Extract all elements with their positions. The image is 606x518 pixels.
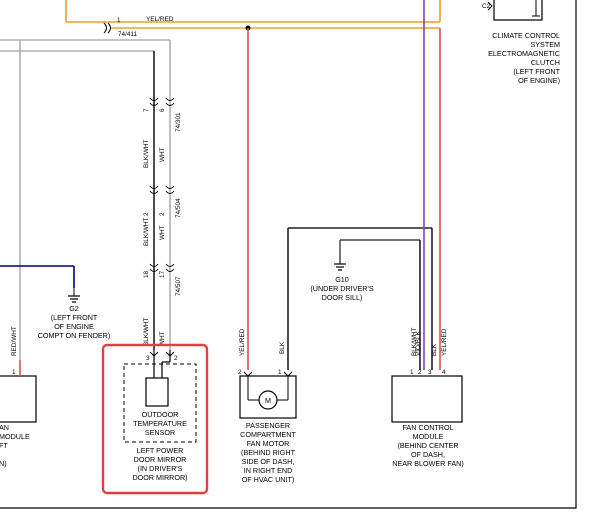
ground-g10-line1: (UNDER DRIVER'S — [310, 284, 373, 293]
fan-module-box — [391, 375, 463, 423]
sensor-label-line4: DOOR MIRROR) — [132, 473, 187, 482]
fan-motor-box — [239, 375, 297, 419]
left-module-line4: N) — [0, 459, 7, 468]
sensor-element — [145, 377, 169, 407]
sensor-conn2-right-pin: 2 — [159, 212, 166, 216]
fan-module-pin-1: 1 — [410, 369, 414, 376]
fan-module-pin-2: 2 — [418, 369, 422, 376]
left-module-wire-label: RED/WHT — [11, 326, 18, 356]
connector-top-arc — [103, 22, 107, 34]
sensor-pin-arrow-right — [165, 351, 175, 357]
sensor-label-line3: (IN DRIVER'S — [138, 464, 183, 473]
clutch-box — [493, 0, 543, 21]
fan-module-label-line4: OF DASH, — [411, 450, 445, 459]
fan-module-pin-3: 3 — [428, 369, 432, 376]
sensor-conn1-left-pin: 7 — [143, 108, 150, 112]
fan-module-label-line1: FAN CONTROL — [402, 423, 453, 432]
sensor-left-wire-label-1: BLK/WHT — [143, 139, 150, 168]
fan-module-wire-label-3: BLK — [431, 343, 438, 356]
sensor-left-wire-label-3: BLK/WHT — [143, 317, 150, 346]
sensor-pin-arrow-left — [149, 351, 159, 357]
sensor-pin-left: 3 — [146, 355, 150, 362]
sensor-circuit-top: 74/301 — [175, 112, 182, 132]
fan-module-label-line2: MODULE — [413, 432, 444, 441]
sensor-circuit-mid: 74/504 — [175, 198, 182, 218]
fan-motor-label-line3: FAN MOTOR — [247, 439, 290, 448]
sensor-dashed-box — [123, 363, 197, 443]
fan-module-wire-label-4: YEL/RED — [441, 328, 448, 356]
fan-motor-pin-right: 1 — [278, 369, 282, 376]
top-wire-color-label: YEL/RED — [146, 16, 174, 23]
sensor-conn3-left-pin: 18 — [143, 270, 150, 278]
ground-g2-line2: OF ENGINE — [54, 322, 94, 331]
sensor-left-wire-label-2: BLK/WHT — [143, 217, 150, 246]
left-module-line2: MODULE — [0, 432, 30, 441]
fan-motor-label-line1: PASSENGER — [246, 421, 290, 430]
top-wire-pin: 1 — [117, 17, 121, 24]
sensor-inner-line2: TEMPERATURE — [133, 419, 187, 428]
clutch-label-line4: CLUTCH — [531, 58, 560, 67]
sensor-inner-line1: OUTDOOR — [142, 410, 179, 419]
fan-motor-label-line2: COMPARTMENT — [240, 430, 296, 439]
ground-g2-symbol — [68, 288, 80, 303]
sensor-conn1-right-pin: 6 — [159, 108, 166, 112]
clutch-label-line3: ELECTROMAGNETIC — [488, 49, 560, 58]
clutch-connector-label: C2 — [482, 3, 491, 10]
sensor-right-wire-label-3: WHT — [159, 331, 166, 346]
left-module-pin: 1 — [12, 369, 16, 376]
ground-g10-symbol — [334, 263, 346, 271]
clutch-label-line1: CLIMATE CONTROL — [492, 31, 560, 40]
fan-module-label-line5: NEAR BLOWER FAN) — [392, 459, 464, 468]
clutch-label-line2: SYSTEM — [530, 40, 560, 49]
sensor-right-wire-label-1: WHT — [159, 147, 166, 162]
sensor-label-line1: LEFT POWER — [137, 446, 184, 455]
fan-motor-label-line7: OF HVAC UNIT) — [242, 475, 295, 484]
ground-g2-name: G2 — [69, 304, 79, 313]
fan-motor-pin-arrow-right — [283, 371, 293, 377]
clutch-label-line6: OF ENGINE) — [518, 76, 560, 85]
sensor-conn3-right-pin: 17 — [159, 270, 166, 278]
fan-motor-label-line5: SIDE OF DASH, — [242, 457, 295, 466]
sensor-highlight-box — [101, 343, 209, 495]
sensor-connector-1 — [149, 97, 175, 106]
fan-module-pin-4: 4 — [442, 369, 446, 376]
ground-g10-line2: DOOR SILL) — [322, 293, 363, 302]
left-module-line1: AN — [0, 423, 9, 432]
fan-motor-pin-arrow-left — [243, 371, 253, 377]
ground-g2-line1: (LEFT FRONT — [51, 313, 98, 322]
top-wire-circuit: 74/411 — [118, 31, 138, 38]
sensor-circuit-bot: 74/507 — [175, 276, 182, 296]
sensor-right-wire-label-2: WHT — [159, 225, 166, 240]
fan-motor-pin-left: 2 — [238, 369, 242, 376]
fan-motor-wire-right-label: BLK — [279, 341, 286, 354]
clutch-label-line5: (LEFT FRONT — [513, 67, 560, 76]
ground-g2-line3: COMPT ON FENDER) — [38, 331, 111, 340]
fan-module-label-line3: (BEHIND CENTER — [397, 441, 458, 450]
sensor-connector-2 — [149, 185, 175, 194]
connector-top-arc2 — [107, 22, 111, 34]
sensor-connector-3 — [149, 263, 175, 272]
fan-motor-label-line4: (BEHIND RIGHT — [241, 448, 296, 457]
sensor-label-line2: DOOR MIRROR — [134, 455, 187, 464]
fan-motor-circle — [258, 390, 278, 410]
fan-module-wire-label-1: BLK/WHT — [411, 327, 418, 356]
sensor-inner-line3: SENSOR — [145, 428, 175, 437]
fan-module-wire-label-2: VIO/BLK — [415, 330, 422, 356]
diagram-border — [0, 0, 577, 509]
fan-motor-label-line6: IN RIGHT END — [244, 466, 293, 475]
left-module-box — [0, 375, 37, 423]
left-module-line3: FT — [0, 441, 8, 450]
fan-motor-symbol: M — [265, 396, 271, 405]
clutch-connector-arrow — [487, 1, 493, 11]
sensor-pin-right: 2 — [174, 355, 178, 362]
ground-g10-name: G10 — [335, 275, 349, 284]
fan-motor-wire-left-label: YEL/RED — [239, 328, 246, 356]
sensor-conn2-left-pin: 2 — [143, 212, 150, 216]
